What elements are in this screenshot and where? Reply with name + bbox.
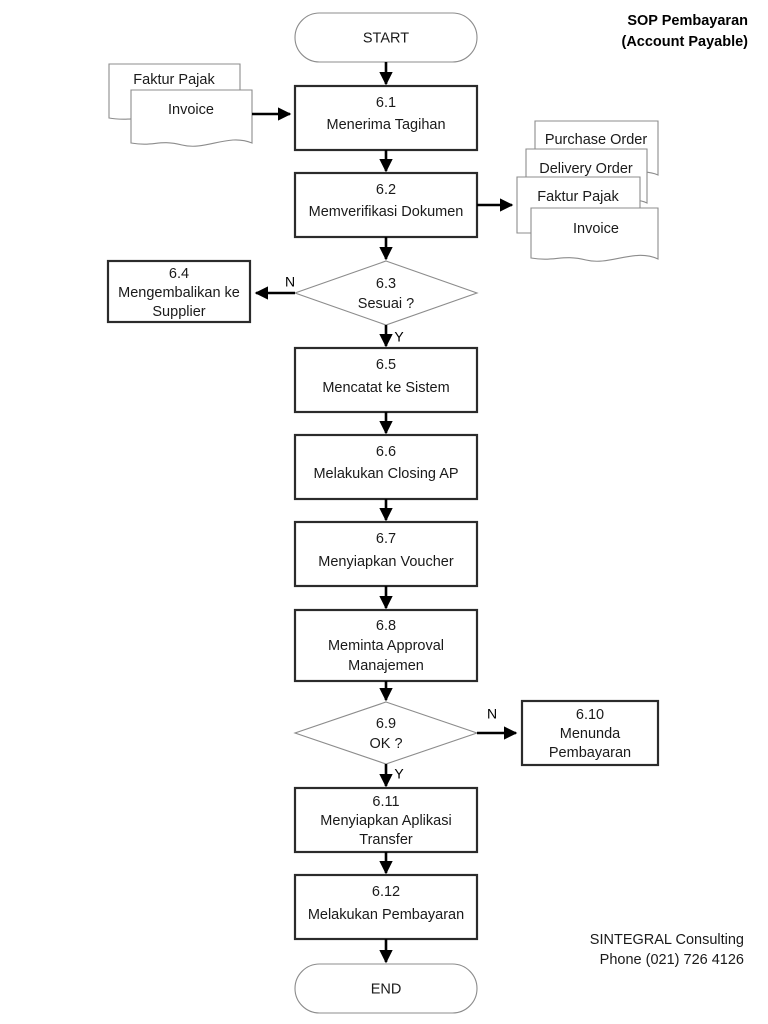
process-6-12[interactable]: 6.12 Melakukan Pembayaran	[293, 873, 479, 941]
input-document-0-label: Faktur Pajak	[133, 72, 215, 88]
process-6-11-shape	[293, 786, 479, 854]
process-6-8-label-line2: Manajemen	[348, 658, 424, 674]
process-6-6-label: Melakukan Closing AP	[313, 466, 458, 482]
process-6-5[interactable]: 6.5 Mencatat ke Sistem	[293, 346, 479, 414]
verification-document-2-label: Faktur Pajak	[537, 189, 619, 205]
end-label: END	[371, 981, 402, 997]
process-6-2[interactable]: 6.2 Memverifikasi Dokumen	[293, 171, 479, 239]
process-6-5-shape	[293, 346, 479, 414]
process-6-12-shape	[293, 873, 479, 941]
process-6-4-number: 6.4	[169, 266, 189, 282]
process-6-2-label: Memverifikasi Dokumen	[309, 204, 464, 220]
process-6-8-shape	[293, 608, 479, 683]
input-document-1-shape	[130, 89, 253, 147]
footer-line-2: Phone (021) 726 4126	[600, 952, 744, 968]
process-6-8[interactable]: 6.8 Meminta Approval Manajemen	[293, 608, 479, 683]
decision-6-3-number: 6.3	[376, 276, 396, 292]
decision-6-9-number: 6.9	[376, 716, 396, 732]
process-6-5-number: 6.5	[376, 357, 396, 373]
process-6-7-number: 6.7	[376, 531, 396, 547]
process-6-7[interactable]: 6.7 Menyiapkan Voucher	[293, 520, 479, 588]
branch-label-63-no: N	[285, 274, 295, 290]
decision-6-3-shape	[293, 260, 479, 326]
process-6-6-shape	[293, 433, 479, 501]
process-6-4-label-line2: Supplier	[152, 304, 205, 320]
decision-6-3[interactable]: 6.3 Sesuai ?	[293, 260, 479, 326]
process-6-8-label-line1: Meminta Approval	[328, 638, 444, 654]
process-6-5-label: Mencatat ke Sistem	[322, 380, 449, 396]
process-6-10-number: 6.10	[576, 707, 604, 723]
branch-label-63-yes: Y	[394, 329, 404, 345]
process-6-7-shape	[293, 520, 479, 588]
verification-document-3-label: Invoice	[573, 221, 619, 237]
process-6-6[interactable]: 6.6 Melakukan Closing AP	[293, 433, 479, 501]
input-document-1-label: Invoice	[168, 102, 214, 118]
branch-label-69-yes: Y	[394, 766, 404, 782]
decision-6-9[interactable]: 6.9 OK ?	[293, 701, 479, 765]
document-title: SOP Pembayaran (Account Payable)	[622, 13, 749, 50]
input-document-1: Invoice	[130, 89, 253, 147]
process-6-12-number: 6.12	[372, 884, 400, 900]
process-6-10-label-line1: Menunda	[560, 726, 621, 742]
title-line-1: SOP Pembayaran	[627, 13, 748, 29]
process-6-7-label: Menyiapkan Voucher	[318, 554, 454, 570]
process-6-11-label-line2: Transfer	[359, 832, 413, 848]
process-6-4-shape	[106, 259, 252, 324]
process-6-4[interactable]: 6.4 Mengembalikan ke Supplier	[106, 259, 252, 324]
start-label: START	[363, 30, 409, 46]
decision-6-9-label: OK ?	[369, 736, 402, 752]
process-6-1[interactable]: 6.1 Menerima Tagihan	[293, 84, 479, 152]
process-6-8-number: 6.8	[376, 618, 396, 634]
verification-document-stack: Purchase Order Delivery Order Faktur Paj…	[516, 120, 659, 262]
end-shape	[294, 963, 478, 1014]
process-6-1-label: Menerima Tagihan	[326, 117, 445, 133]
process-6-6-number: 6.6	[376, 444, 396, 460]
verification-document-1-label: Delivery Order	[539, 161, 633, 177]
branch-label-69-no: N	[487, 706, 497, 722]
process-6-10[interactable]: 6.10 Menunda Pembayaran	[520, 699, 660, 767]
terminator-start[interactable]: START	[294, 12, 478, 63]
verification-document-3: Invoice	[530, 207, 659, 262]
process-6-10-shape	[520, 699, 660, 767]
process-6-2-number: 6.2	[376, 182, 396, 198]
process-6-11-label-line1: Menyiapkan Aplikasi	[320, 813, 451, 829]
process-6-11-number: 6.11	[372, 794, 399, 810]
process-6-4-label-line1: Mengembalikan ke	[118, 285, 240, 301]
decision-6-9-shape	[293, 701, 479, 765]
process-6-1-number: 6.1	[376, 95, 396, 111]
verification-document-0-label: Purchase Order	[545, 132, 648, 148]
process-6-12-label: Melakukan Pembayaran	[308, 907, 464, 923]
title-line-2: (Account Payable)	[622, 34, 749, 50]
decision-6-3-label: Sesuai ?	[358, 296, 414, 312]
terminator-end[interactable]: END	[294, 963, 478, 1014]
process-6-10-label-line2: Pembayaran	[549, 745, 631, 761]
input-document-stack: Faktur Pajak Invoice	[108, 63, 253, 147]
verification-document-3-shape	[530, 207, 659, 262]
footer-line-1: SINTEGRAL Consulting	[590, 932, 744, 948]
process-6-11[interactable]: 6.11 Menyiapkan Aplikasi Transfer	[293, 786, 479, 854]
footer: SINTEGRAL Consulting Phone (021) 726 412…	[590, 932, 744, 968]
